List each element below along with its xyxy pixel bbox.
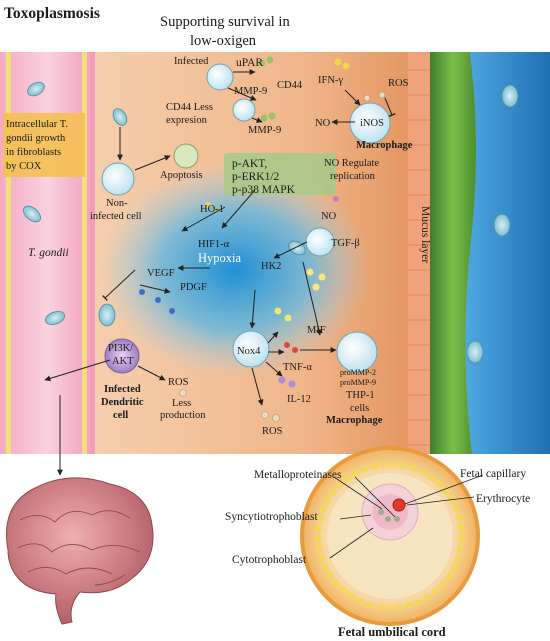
parasite-icon: [466, 340, 484, 364]
label-erythrocyte: Erythrocyte: [476, 493, 530, 505]
label-inos: iNOS: [360, 118, 384, 129]
label-apoptosis: Apoptosis: [160, 170, 203, 181]
label-syncytiotrophoblast: Syncytiotrophoblast: [225, 511, 318, 523]
label-prommp9: proMMP-9: [340, 378, 376, 387]
label-infected-dc-1: Infected: [104, 384, 141, 395]
label-hif1a: HIF1-α: [198, 239, 230, 250]
label-ros-dc: ROS: [168, 377, 189, 388]
label-infected: Infected: [174, 56, 209, 67]
brain-icon: [6, 477, 154, 625]
label-t-gondii: T. gondii: [28, 247, 69, 259]
mucus-band: [430, 52, 476, 454]
label-mmp9-bottom: MMP-9: [248, 125, 281, 136]
label-intracellular-4: by COX: [6, 161, 42, 172]
label-intracellular-2: gondii growth: [6, 133, 66, 144]
thp1-macrophage-icon: [336, 331, 378, 373]
label-ros-bottom: ROS: [262, 426, 283, 437]
label-mmp9-top: MMP-9: [234, 86, 267, 97]
nox4-cell-icon: [232, 330, 270, 368]
label-expresion: expresion: [166, 115, 208, 126]
signaling-box: [224, 153, 336, 195]
cord-yellow-layer: [315, 461, 465, 611]
label-cd44-less: CD44 Less: [166, 102, 213, 113]
header-line-1: Supporting survival in: [160, 14, 290, 30]
label-production: production: [160, 410, 206, 421]
label-tnfa: TNF-α: [283, 362, 312, 373]
tissue-section: [0, 52, 550, 454]
label-no-left: NO: [315, 118, 331, 129]
label-cd44: CD44: [277, 80, 303, 91]
label-ho1: HO-1: [200, 204, 224, 215]
label-pi3k: PI3K/: [108, 343, 133, 354]
parasite-icon: [112, 108, 128, 126]
label-intracellular-3: in fibroblasts: [6, 147, 61, 158]
label-non-infected-2: infected cell: [90, 211, 142, 222]
erythrocyte-icon: [392, 498, 406, 512]
label-thp1: THP-1: [346, 390, 375, 401]
label-fetal-umbilical-cord: Fetal umbilical cord: [338, 625, 446, 639]
parasite-icon: [44, 311, 66, 325]
label-no-regulate: NO Regulate: [324, 158, 379, 169]
label-mucus-layer: Mucus layer: [419, 206, 431, 263]
label-infected-dc-2: Dendritic: [101, 397, 144, 408]
vessel-wall-left: [6, 52, 11, 454]
parasite-icon: [493, 213, 511, 237]
label-p-p38: p-p38 MAPK: [232, 184, 296, 196]
page-title: Toxoplasmosis: [4, 5, 100, 22]
label-fetal-capillary: Fetal capillary: [460, 468, 526, 480]
label-no-mid: NO: [321, 211, 337, 222]
label-non-infected-1: Non-: [106, 198, 128, 209]
hypoxia-zone: [100, 162, 370, 378]
arrows: [44, 69, 396, 476]
header-line-2: low-oxigen: [190, 33, 257, 49]
label-upar: uPAR: [236, 57, 263, 69]
dendritic-cell-icon: [104, 338, 140, 374]
apoptotic-cell-icon: [173, 143, 199, 169]
label-hk2: HK2: [261, 261, 281, 272]
label-ros-top: ROS: [388, 78, 409, 89]
label-metalloproteinases: Metalloproteinases: [254, 469, 342, 481]
label-p-erk: p-ERK1/2: [232, 171, 280, 183]
label-intracellular-1: Intracellular T.: [6, 119, 68, 130]
label-akt: AKT: [112, 356, 134, 367]
label-hypoxia: Hypoxia: [198, 251, 242, 265]
label-cytotrophoblast: Cytotrophoblast: [232, 554, 307, 566]
label-pdgf: PDGF: [180, 282, 207, 293]
umbilical-cord-illustration: [300, 446, 484, 626]
cells: [101, 63, 391, 374]
label-vegf: VEGF: [147, 268, 175, 279]
label-cells: cells: [350, 403, 369, 414]
label-p-akt: p-AKT,: [232, 158, 267, 170]
parasite-icon: [27, 81, 45, 97]
non-infected-cell-icon: [101, 162, 135, 196]
cd44-cell-icon: [232, 98, 256, 122]
label-nox4: Nox4: [237, 346, 261, 357]
infected-cell-icon: [206, 63, 234, 91]
label-prommp2: proMMP-2: [340, 368, 376, 377]
parasite-icon: [501, 84, 519, 108]
label-il12: IL-12: [287, 394, 311, 405]
vessel-wall-right: [82, 52, 87, 454]
parasite-icon: [23, 205, 41, 223]
tgf-cell-icon: [305, 227, 335, 257]
intracellular-growth-box: [3, 113, 85, 177]
label-replication: replication: [330, 171, 376, 182]
label-macrophage-top: Macrophage: [356, 140, 413, 151]
brain-illustration: [6, 477, 154, 625]
label-macrophage-bottom: Macrophage: [326, 415, 383, 426]
epithelial-strip: [408, 52, 430, 454]
label-mif: MIF: [307, 325, 326, 336]
parasites: [23, 81, 519, 364]
label-ifn-gamma: IFN-γ: [318, 75, 343, 86]
inos-macrophage-icon: [349, 102, 391, 144]
label-infected-dc-3: cell: [113, 410, 128, 421]
label-tgfb: TGF-β: [331, 238, 360, 249]
lumen: [465, 52, 550, 454]
label-less: Less: [172, 398, 191, 409]
parasite-icon: [98, 303, 116, 327]
